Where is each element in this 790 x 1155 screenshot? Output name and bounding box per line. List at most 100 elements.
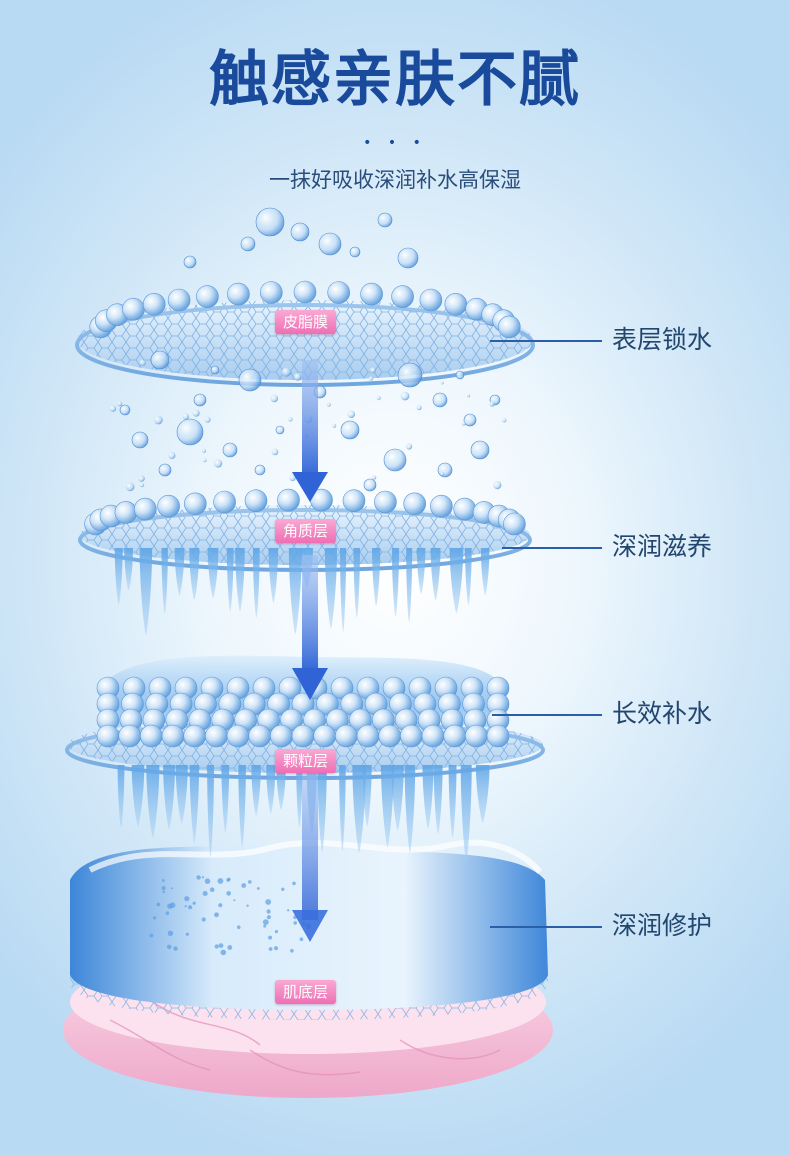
- water-bubble: [193, 393, 207, 407]
- water-droplet: [266, 915, 271, 920]
- water-droplet: [204, 878, 211, 884]
- water-bubble: [131, 431, 149, 449]
- water-bead: [248, 724, 272, 748]
- water-droplet: [201, 876, 204, 879]
- water-droplet: [371, 475, 377, 480]
- water-bubble: [255, 207, 285, 237]
- water-drip: [288, 548, 302, 635]
- water-droplet: [263, 924, 267, 928]
- water-drip: [391, 765, 404, 831]
- water-bubble: [340, 420, 360, 440]
- water-droplet: [288, 417, 293, 422]
- water-bead: [184, 492, 207, 516]
- water-droplet: [149, 933, 154, 938]
- water-droplet: [192, 901, 196, 905]
- water-bead: [277, 488, 300, 512]
- water-drip: [416, 548, 426, 594]
- water-drip: [189, 765, 200, 844]
- water-drip: [324, 548, 337, 629]
- water-droplet: [173, 946, 178, 951]
- callout-label-1: 表层锁水: [612, 325, 713, 354]
- water-drip: [266, 765, 276, 814]
- water-drip: [340, 548, 347, 632]
- water-droplet: [185, 932, 189, 936]
- water-drip: [238, 765, 246, 848]
- water-droplet: [125, 482, 135, 492]
- water-bead: [96, 724, 120, 748]
- page-title: 触感亲肤不腻: [209, 45, 581, 115]
- water-bead: [374, 490, 397, 514]
- water-bead: [444, 292, 468, 316]
- water-droplet: [274, 930, 278, 934]
- water-drip: [189, 548, 200, 600]
- water-drip: [433, 765, 443, 835]
- water-drip: [124, 548, 133, 591]
- water-droplet: [461, 421, 466, 426]
- water-bead: [303, 708, 326, 732]
- water-drip: [317, 765, 327, 853]
- water-droplet: [265, 899, 272, 905]
- penetration-arrow: [292, 360, 328, 942]
- water-bead: [342, 489, 366, 513]
- water-bead: [334, 724, 358, 748]
- layer-tag-sebum: 皮脂膜: [275, 310, 337, 334]
- water-drip: [381, 765, 394, 848]
- water-droplet: [405, 443, 413, 450]
- water-drip: [174, 548, 185, 596]
- water-droplet: [226, 891, 231, 896]
- water-bubble: [463, 413, 477, 427]
- water-droplet: [368, 376, 374, 381]
- water-droplet: [220, 949, 227, 956]
- water-droplet: [214, 459, 223, 468]
- water-droplet: [202, 458, 207, 463]
- water-bead: [430, 494, 453, 518]
- water-bubble: [150, 350, 170, 370]
- water-droplet: [400, 391, 410, 401]
- water-drip: [406, 548, 413, 622]
- water-drip: [352, 765, 366, 854]
- water-bead: [280, 708, 303, 732]
- water-droplet: [493, 481, 502, 490]
- water-droplet: [293, 373, 302, 381]
- water-drip: [268, 548, 279, 603]
- page-subtitle: 一抹好吸收深润补水高保湿: [269, 168, 521, 192]
- water-bead: [142, 292, 166, 316]
- water-drip: [163, 765, 175, 830]
- water-droplet: [218, 903, 223, 908]
- water-bead: [403, 492, 427, 516]
- water-bubble: [397, 247, 419, 269]
- water-beads: [84, 280, 526, 748]
- callout-line-1: [490, 340, 602, 342]
- water-droplet: [281, 367, 291, 377]
- water-drip: [139, 548, 153, 635]
- callout-line-4: [490, 926, 602, 928]
- water-bubble: [437, 462, 453, 478]
- water-droplet: [270, 394, 279, 403]
- water-droplet: [489, 401, 495, 407]
- water-bubble: [254, 464, 266, 476]
- water-bead: [291, 724, 315, 748]
- water-drip: [422, 765, 434, 829]
- water-bubble: [210, 365, 220, 375]
- water-droplet: [202, 891, 208, 896]
- water-bubble: [363, 478, 377, 492]
- water-droplet: [153, 916, 157, 920]
- water-droplet: [188, 905, 193, 910]
- water-bubble: [176, 418, 204, 446]
- water-bead: [356, 724, 380, 748]
- water-drip: [221, 765, 230, 833]
- water-droplet: [332, 423, 337, 428]
- water-bead: [227, 282, 250, 306]
- water-droplet: [201, 917, 206, 922]
- water-droplet: [376, 395, 381, 400]
- water-drip: [448, 765, 457, 839]
- water-bead: [118, 724, 141, 748]
- water-drips: [114, 548, 490, 863]
- water-droplet: [281, 887, 285, 891]
- water-drip: [276, 765, 286, 810]
- water-drip: [296, 765, 303, 828]
- water-droplet: [161, 886, 166, 891]
- water-droplet: [326, 402, 331, 407]
- water-droplet: [292, 881, 296, 886]
